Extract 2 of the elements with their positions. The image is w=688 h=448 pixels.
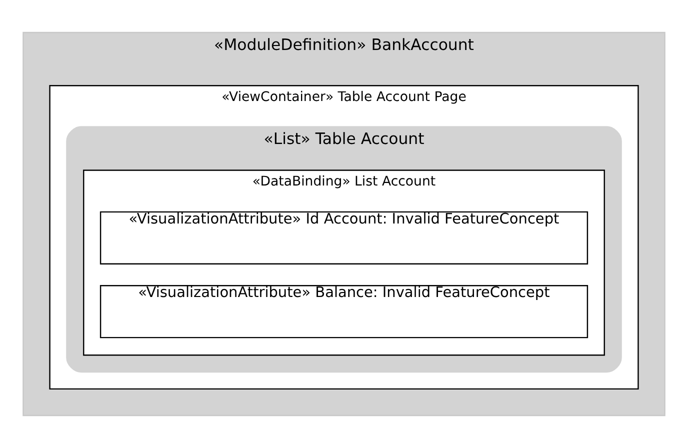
node-box: «VisualizationAttribute» Balance: Invalid FeatureConcept: [100, 285, 588, 338]
node-box: «VisualizationAttribute» Id Account: Invalid FeatureConcept: [100, 211, 588, 264]
